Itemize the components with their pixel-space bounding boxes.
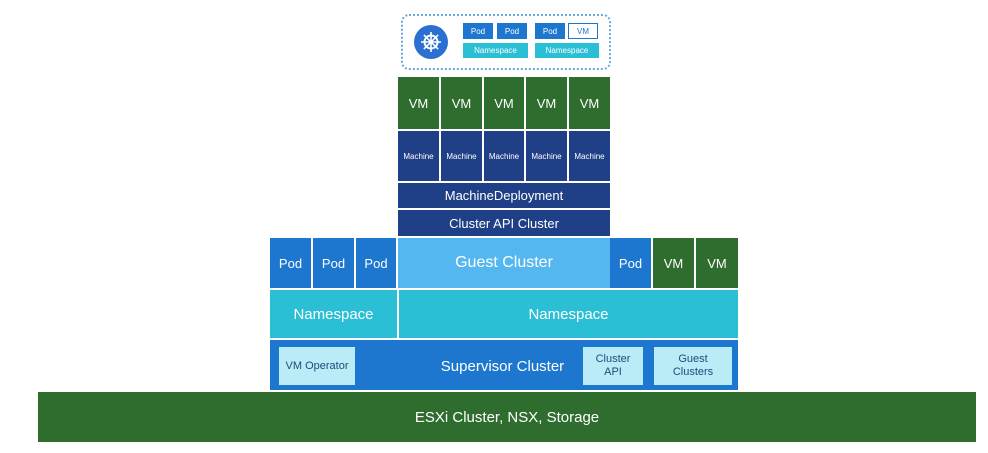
stack-vm-4: VM (526, 77, 569, 129)
top-namespace-2: Namespace (535, 43, 599, 58)
stack-vm-3: VM (484, 77, 526, 129)
guest-row-pod-1: Pod (270, 238, 313, 288)
guest-row-vm-1: VM (653, 238, 696, 288)
machine-4: Machine (526, 131, 569, 181)
kubernetes-workload-group (401, 14, 611, 70)
machine-1: Machine (398, 131, 441, 181)
top-namespace-1: Namespace (463, 43, 528, 58)
machine-5: Machine (569, 131, 610, 181)
guest-row-pod-3: Pod (356, 238, 398, 288)
stack-vm-5: VM (569, 77, 610, 129)
top-vm: VM (568, 23, 598, 39)
guest-row-pod-2: Pod (313, 238, 356, 288)
kubernetes-helm-icon (414, 25, 448, 59)
top-pod-2: Pod (497, 23, 527, 39)
machine-3: Machine (484, 131, 526, 181)
stack-vm-1: VM (398, 77, 441, 129)
top-pod-3: Pod (535, 23, 565, 39)
esxi-base: ESXi Cluster, NSX, Storage (38, 392, 976, 442)
namespace-left: Namespace (270, 290, 397, 338)
machine-deployment: MachineDeployment (398, 183, 610, 208)
guest-row-pod-right: Pod (610, 238, 653, 288)
guest-cluster: Guest Cluster (398, 238, 610, 288)
machine-2: Machine (441, 131, 484, 181)
cluster-api-cluster: Cluster API Cluster (398, 210, 610, 236)
guest-row-vm-2: VM (696, 238, 738, 288)
vm-operator: VM Operator (279, 347, 355, 385)
namespace-right: Namespace (399, 290, 738, 338)
top-pod-1: Pod (463, 23, 493, 39)
cluster-api: Cluster API (583, 347, 643, 385)
stack-vm-2: VM (441, 77, 484, 129)
guest-clusters: Guest Clusters (654, 347, 732, 385)
supervisor-cluster-label: Supervisor Cluster (440, 357, 565, 375)
